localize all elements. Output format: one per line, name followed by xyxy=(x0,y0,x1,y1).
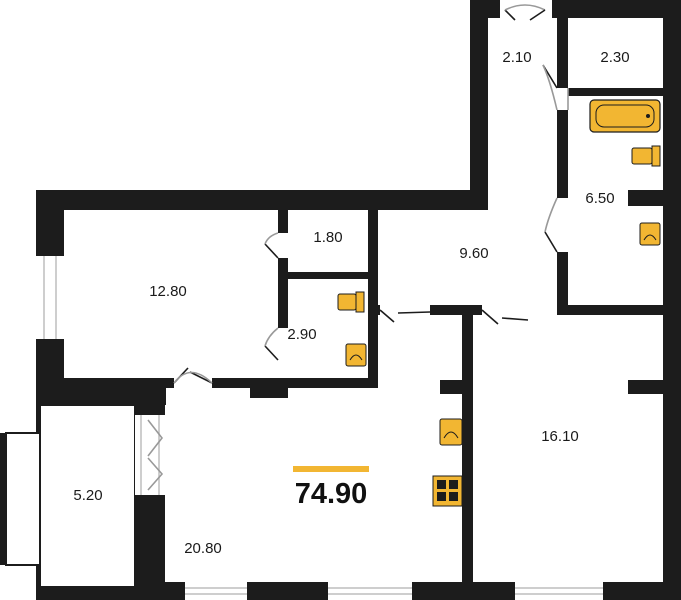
accent-bar xyxy=(293,466,369,472)
bathtub-icon xyxy=(589,99,661,133)
window-icon xyxy=(36,0,603,600)
stove-icon xyxy=(432,475,463,507)
room-label-2-30: 2.30 xyxy=(600,49,629,66)
balcony xyxy=(5,404,136,588)
toilet-icon xyxy=(631,145,661,167)
sink-icon xyxy=(639,222,661,246)
toilet-icon xyxy=(337,291,365,313)
room-label-6-50: 6.50 xyxy=(585,190,614,207)
room-label-12-80: 12.80 xyxy=(149,283,187,300)
sink-icon xyxy=(345,343,367,367)
room-label-16-10: 16.10 xyxy=(541,428,579,445)
room-label-20-80: 20.80 xyxy=(184,540,222,557)
room-label-2-90: 2.90 xyxy=(287,326,316,343)
room-label-1-80: 1.80 xyxy=(313,229,342,246)
room-label-5-20: 5.20 xyxy=(73,487,102,504)
room-label-9-60: 9.60 xyxy=(459,245,488,262)
room-label-2-10: 2.10 xyxy=(502,49,531,66)
door-swing-icon xyxy=(147,4,569,491)
sink-icon xyxy=(439,418,463,446)
total-area: 74.90 xyxy=(295,478,368,510)
interior-walls xyxy=(36,18,663,600)
